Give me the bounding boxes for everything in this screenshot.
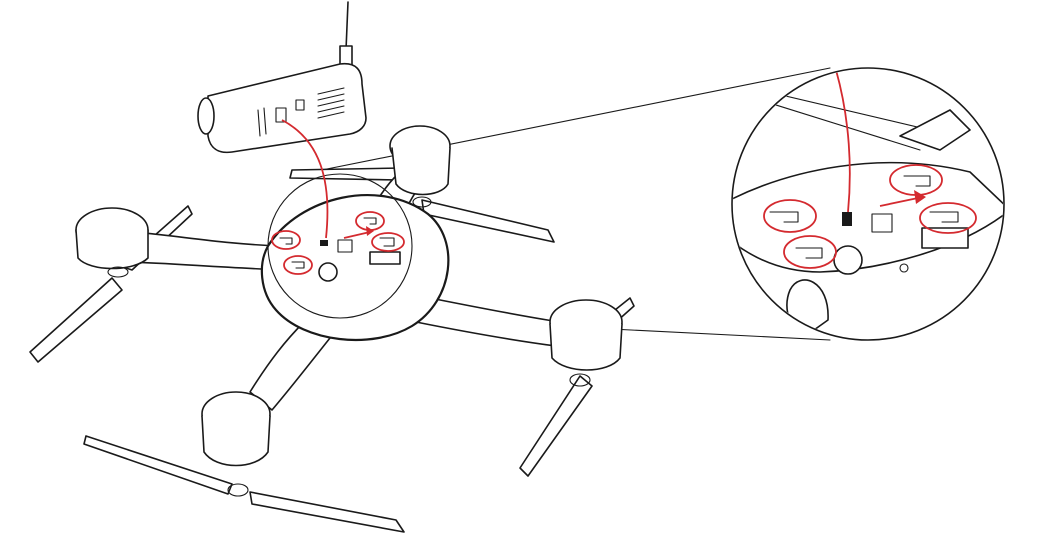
motor-rear-right	[549, 299, 623, 387]
transmitter-module	[197, 1, 367, 239]
motor-front-right	[389, 125, 451, 208]
magnified-callout	[731, 67, 1005, 341]
install-area	[267, 173, 413, 319]
motor-front-left	[75, 207, 149, 278]
module-vents	[317, 87, 345, 119]
propeller-rear-left	[83, 435, 405, 533]
motor-rear-left	[201, 391, 271, 497]
drone-body	[109, 159, 561, 411]
